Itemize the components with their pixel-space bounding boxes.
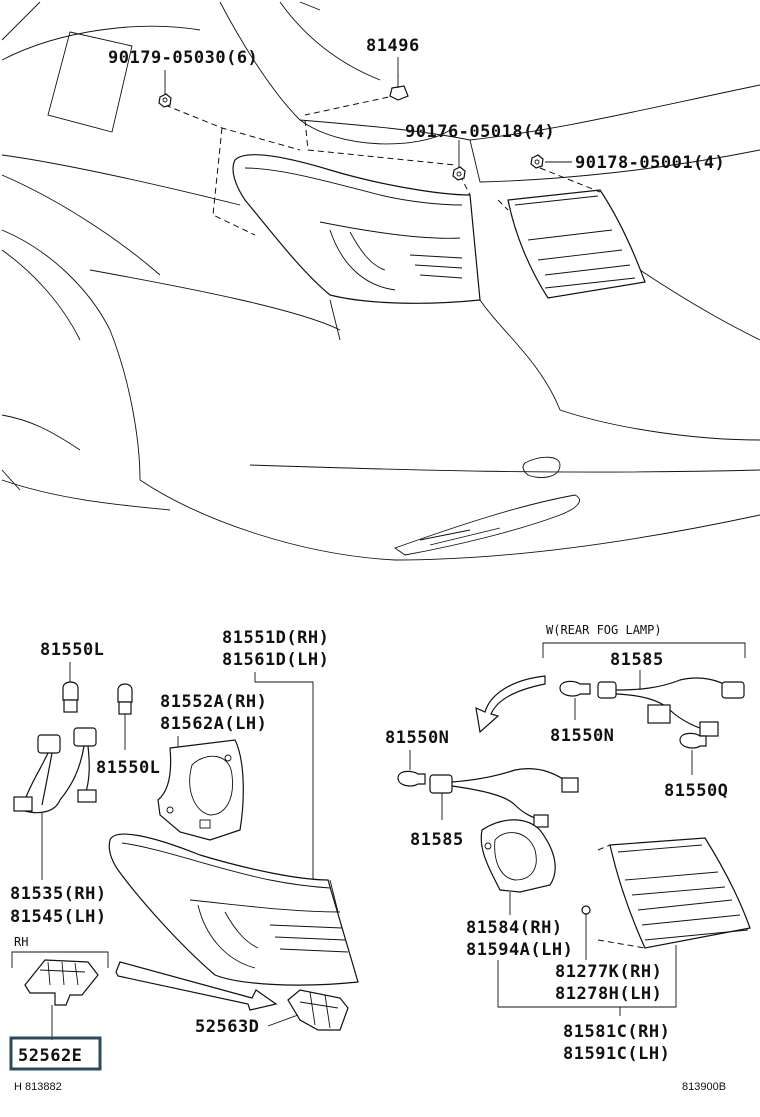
footer-right-code: 813900B — [682, 1081, 726, 1093]
direction-arrow-icon — [115, 961, 278, 1011]
rh-label: RH — [14, 935, 28, 949]
part-number-81551d: 81551D(RH) — [222, 628, 329, 648]
part-number-81545: 81545(LH) — [10, 907, 107, 927]
part-number-81550q: 81550Q — [664, 781, 728, 801]
part-number-81561d: 81561D(LH) — [222, 650, 329, 670]
part-number-81591c: 81591C(LH) — [563, 1044, 670, 1064]
rear-lamp-on-body — [232, 154, 481, 304]
part-number-81278h: 81278H(LH) — [555, 984, 662, 1004]
nut-icon — [452, 140, 466, 181]
footer-left-code: H 813882 — [14, 1081, 62, 1093]
part-number-81594a: 81594A(LH) — [466, 940, 573, 960]
bulb-icon — [117, 683, 133, 715]
part-number-81550l-mid: 81550L — [96, 758, 160, 778]
screw-icon — [581, 905, 591, 960]
part-number-81585-top: 81585 — [610, 650, 664, 670]
vehicle-body-drawing — [1, 1, 760, 561]
gasket-drawing — [157, 739, 244, 841]
fog-gasket-drawing — [480, 819, 556, 893]
part-number-90179: 90179-05030(6) — [108, 48, 258, 68]
part-number-81562a: 81562A(LH) — [160, 714, 267, 734]
part-number-81277k: 81277K(RH) — [555, 962, 662, 982]
fog-socket-harness — [559, 677, 745, 749]
clip-icon — [389, 75, 409, 101]
part-number-81552a: 81552A(RH) — [160, 692, 267, 712]
bulb-icon — [62, 681, 79, 713]
nut-icon — [158, 93, 172, 108]
part-number-81496: 81496 — [366, 36, 420, 56]
part-number-81535: 81535(RH) — [10, 884, 107, 904]
part-number-81550n-right: 81550N — [550, 726, 614, 746]
part-number-81550n-left: 81550N — [385, 728, 449, 748]
bracket-52563d-drawing — [287, 989, 349, 1031]
part-number-81581c: 81581C(RH) — [563, 1022, 670, 1042]
highlight-box — [9, 1036, 102, 1071]
part-number-81584: 81584(RH) — [466, 918, 563, 938]
bracket-drawing — [24, 959, 99, 1006]
socket-wire — [397, 768, 579, 828]
rear-fog-lamp — [597, 837, 751, 949]
rear-combination-lamp — [108, 833, 359, 986]
part-number-52563d: 52563D — [195, 1017, 259, 1037]
part-number-81550l-top: 81550L — [40, 640, 104, 660]
part-number-90176: 90176-05018(4) — [405, 122, 555, 142]
socket-wire-harness — [13, 727, 97, 814]
part-number-81585-mid: 81585 — [410, 830, 464, 850]
rear-fog-lamp-note: W(REAR FOG LAMP) — [546, 623, 662, 637]
part-number-90178: 90178-05001(4) — [575, 153, 725, 173]
trunk-lamp-on-body — [507, 189, 646, 299]
nut-icon — [530, 154, 544, 169]
curved-arrow-icon — [475, 675, 546, 734]
part-number-52562e: 52562E — [18, 1046, 82, 1066]
